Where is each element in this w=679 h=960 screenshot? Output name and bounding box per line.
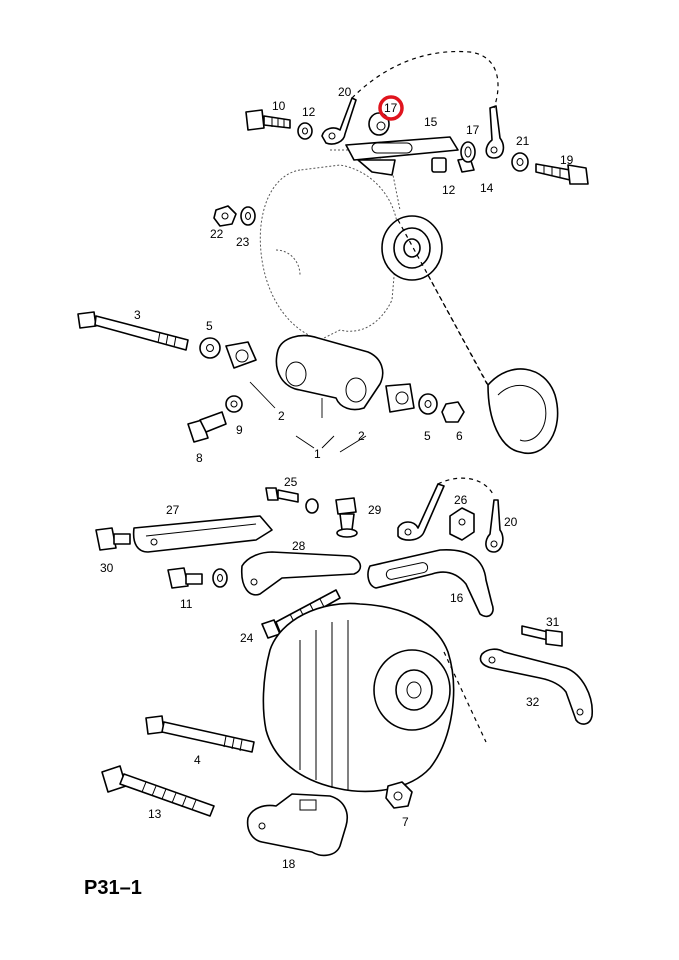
- callout-17-right: 17: [466, 123, 480, 137]
- diagram-reference-code: P31–1: [84, 877, 142, 899]
- lower-alternator: [262, 602, 487, 793]
- nut-6: [441, 401, 465, 423]
- washer-5-left: [199, 337, 221, 359]
- upper-pulley: [381, 215, 443, 281]
- cable-terminal-20-lower: [485, 499, 504, 553]
- callout-30: 30: [100, 561, 114, 575]
- bolt-13: [101, 765, 215, 817]
- callout-15: 15: [424, 115, 438, 129]
- callout-12-top: 12: [302, 105, 316, 119]
- bracket-28: [240, 551, 362, 596]
- callout-11: 11: [180, 597, 193, 611]
- highlight-ring-17: [378, 95, 404, 121]
- tension-bar: [345, 136, 459, 176]
- callout-26: 26: [454, 493, 468, 507]
- bolt-29: [335, 497, 358, 538]
- callout-9: 9: [236, 423, 243, 437]
- callout-20-top: 20: [338, 85, 352, 99]
- cable-terminal-top-right: [485, 105, 505, 159]
- callout-6: 6: [456, 429, 463, 443]
- washer-11: [212, 568, 228, 588]
- callout-4: 4: [194, 753, 201, 767]
- callout-18: 18: [282, 857, 296, 871]
- cable-upper-lower: [397, 477, 495, 541]
- washer-9: [225, 395, 243, 413]
- callout-3: 3: [134, 308, 141, 322]
- bracket-32: [479, 648, 593, 725]
- callout-22: 22: [210, 227, 224, 241]
- callout-8: 8: [196, 451, 203, 465]
- callout-23: 23: [236, 235, 250, 249]
- callout-7: 7: [402, 815, 409, 829]
- callout-25: 25: [284, 475, 298, 489]
- washer-21: [511, 152, 529, 172]
- washer-25: [305, 498, 319, 514]
- spacer-17-right: [460, 141, 476, 163]
- nut-12-right: [431, 157, 447, 173]
- bolt-8: [187, 411, 227, 443]
- bracket-1: [275, 334, 384, 411]
- callout-32: 32: [526, 695, 540, 709]
- bracket-27: [132, 515, 273, 553]
- cable-terminal-20-top: [321, 97, 357, 145]
- bush-2-right: [385, 383, 415, 413]
- callout-21: 21: [516, 134, 530, 148]
- callout-1: 1: [314, 447, 321, 461]
- bolt-19: [535, 163, 589, 185]
- callout-labels: 10 12 20 17 15 17 21 19 12 14 22 23 3 5 …: [100, 85, 574, 871]
- bolt-11: [167, 567, 203, 589]
- callout-5-left: 5: [206, 319, 213, 333]
- bracket-16: [367, 549, 494, 618]
- upper-alternator-ghost: [259, 149, 401, 341]
- washer-23: [240, 206, 256, 226]
- callout-27: 27: [166, 503, 180, 517]
- callout-29: 29: [368, 503, 382, 517]
- callout-28: 28: [292, 539, 306, 553]
- callout-24: 24: [240, 631, 254, 645]
- bracket-18: [246, 793, 348, 857]
- bolt-31: [521, 625, 563, 647]
- bolt-3: [77, 311, 189, 351]
- earth-cable: [351, 50, 499, 109]
- callout-12-lower: 12: [442, 183, 456, 197]
- callout-31: 31: [546, 615, 560, 629]
- washer-5-right: [418, 393, 438, 415]
- bush-2-left: [225, 341, 257, 369]
- nut-22: [213, 205, 237, 227]
- drive-belt: [397, 219, 559, 455]
- callout-17-highlighted: 17: [384, 101, 398, 115]
- callout-2-right: 2: [358, 429, 365, 443]
- washer-12-top: [297, 122, 313, 140]
- callout-16: 16: [450, 591, 464, 605]
- callout-20-lower: 20: [504, 515, 518, 529]
- bolt-10: [245, 109, 291, 131]
- nut-7: [385, 781, 413, 809]
- bolt-25: [265, 487, 299, 503]
- callout-13: 13: [148, 807, 162, 821]
- bolt-30: [95, 527, 131, 551]
- callout-5-right: 5: [424, 429, 431, 443]
- bolt-4: [145, 715, 255, 753]
- clip-26: [449, 507, 475, 541]
- callout-2-left: 2: [278, 409, 285, 423]
- callout-10: 10: [272, 99, 286, 113]
- assembly-leader-lines: [249, 381, 367, 453]
- callout-19: 19: [560, 153, 574, 167]
- callout-14: 14: [480, 181, 494, 195]
